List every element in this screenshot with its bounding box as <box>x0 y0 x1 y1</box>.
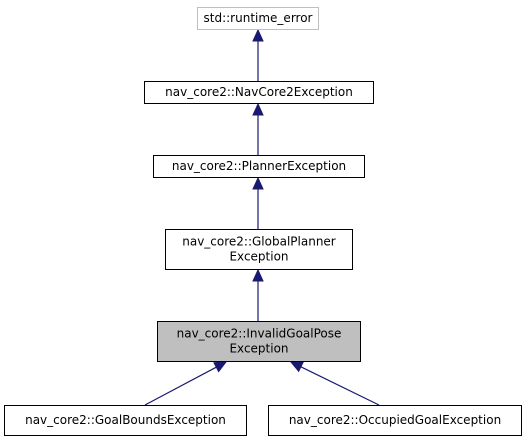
inheritance-edge <box>252 28 264 81</box>
arrowhead-icon <box>289 361 304 373</box>
class-box <box>268 405 522 436</box>
inheritance-edge <box>252 268 264 321</box>
arrowhead-icon <box>213 361 228 373</box>
class-name-label: nav_core2::InvalidGoalPose <box>177 327 342 341</box>
inheritance-edge <box>144 361 228 406</box>
edges-layer <box>144 28 380 406</box>
class-box <box>165 229 353 270</box>
class-node-runtime-error[interactable]: std::runtime_error <box>197 7 319 30</box>
class-name-label: nav_core2::GlobalPlanner <box>182 235 336 249</box>
arrowhead-icon <box>252 28 264 42</box>
class-box <box>157 321 361 362</box>
class-node-planner-exception[interactable]: nav_core2::PlannerException <box>153 155 365 178</box>
class-name-label: Exception <box>229 250 288 264</box>
edge-line <box>144 366 217 406</box>
class-node-occupied-goal-exception[interactable]: nav_core2::OccupiedGoalException <box>268 405 522 436</box>
class-node-navcore2-exception[interactable]: nav_core2::NavCore2Exception <box>144 81 374 104</box>
class-name-label: Exception <box>229 342 288 356</box>
inheritance-edge <box>252 102 264 155</box>
class-name-label: nav_core2::GoalBoundsException <box>25 413 226 427</box>
edge-line <box>300 366 380 406</box>
inheritance-edge <box>252 176 264 229</box>
class-box <box>144 81 374 104</box>
nodes-layer: std::runtime_errornav_core2::NavCore2Exc… <box>4 7 522 436</box>
arrowhead-icon <box>252 268 264 282</box>
class-name-label: std::runtime_error <box>204 11 313 25</box>
class-box <box>4 405 247 436</box>
inheritance-edge <box>289 361 380 406</box>
arrowhead-icon <box>252 102 264 116</box>
arrowhead-icon <box>252 176 264 190</box>
class-node-goal-bounds-exception[interactable]: nav_core2::GoalBoundsException <box>4 405 247 436</box>
class-box <box>153 155 365 178</box>
class-box <box>197 7 319 30</box>
class-name-label: nav_core2::PlannerException <box>172 159 346 173</box>
class-name-label: nav_core2::NavCore2Exception <box>165 85 353 99</box>
class-name-label: nav_core2::OccupiedGoalException <box>289 413 501 427</box>
